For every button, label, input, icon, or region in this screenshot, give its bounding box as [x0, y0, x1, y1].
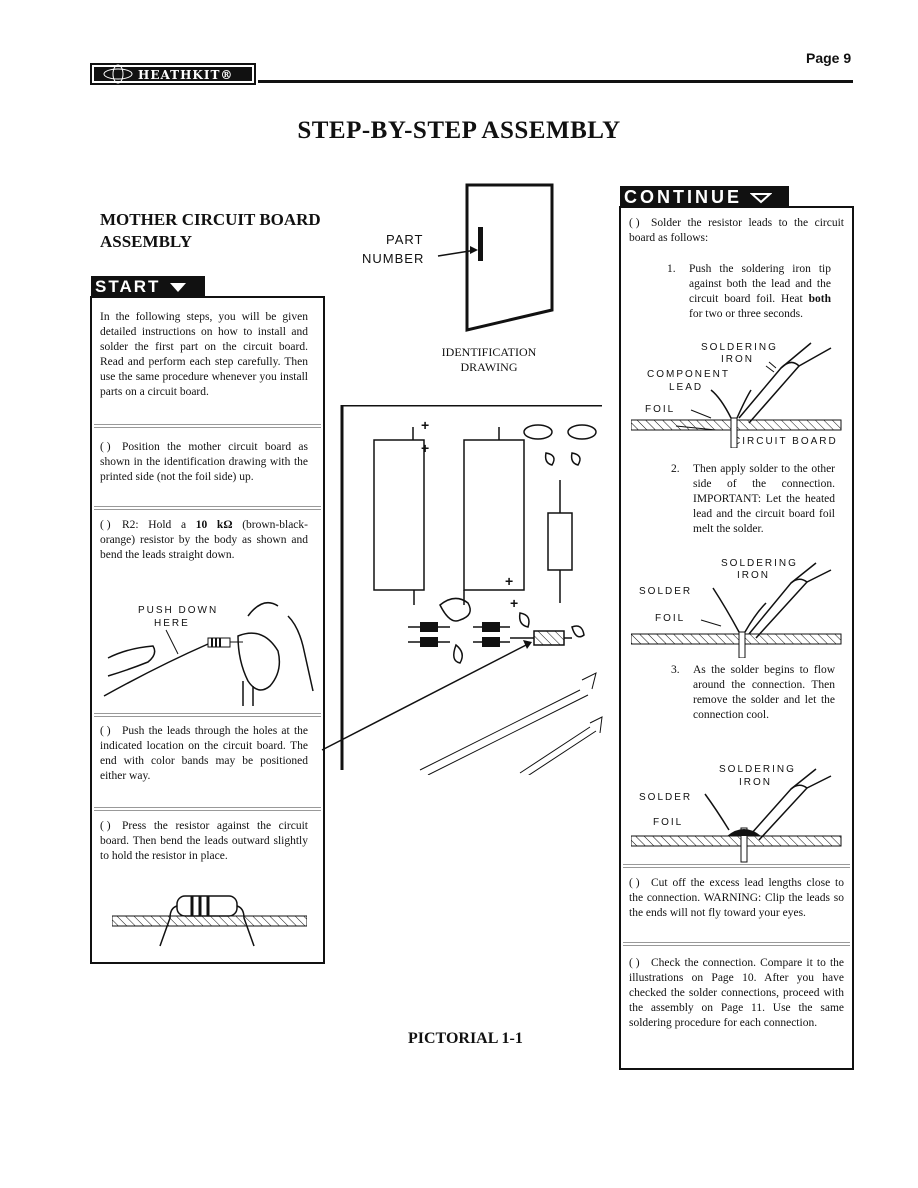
iron-label: IRON	[739, 777, 772, 788]
arrow-down-icon	[170, 283, 187, 293]
step-checkbox[interactable]: ( )	[629, 877, 640, 889]
s1-text-c: for two or three seconds.	[689, 308, 804, 320]
step-check-connection: ( )Check the connection. Compare it to t…	[629, 956, 844, 1031]
divider	[94, 424, 321, 428]
step-press-resistor: ( )Press the resistor against the circui…	[100, 819, 308, 864]
check-text: Check the connection. Compare it to the …	[629, 957, 844, 1029]
sub-step-number: 1.	[667, 263, 676, 275]
step-checkbox[interactable]: ( )	[629, 957, 640, 969]
header-rule	[258, 80, 853, 83]
number-label: NUMBER	[362, 251, 425, 266]
continue-banner: CONTINUE	[620, 186, 789, 208]
continue-panel: ( )Solder the resistor leads to the circ…	[619, 206, 854, 1070]
lead-label: LEAD	[669, 382, 704, 393]
s1-text-b: both	[808, 293, 831, 305]
step2-text-c: (brown-black-orange) resistor by the bod…	[100, 519, 308, 561]
solder-intro-text: Solder the resistor leads to the circuit…	[629, 217, 844, 244]
soldering-diagram-1	[631, 342, 842, 448]
pictorial-caption: PICTORIAL 1-1	[408, 1030, 523, 1047]
soldering-label: SOLDERING	[701, 342, 778, 353]
circuit-board-label: CIRCUIT BOARD	[733, 436, 838, 447]
page-title: STEP-BY-STEP ASSEMBLY	[297, 117, 621, 144]
cut-text: Cut off the excess lead lengths close to…	[629, 877, 844, 919]
intro-text: In the following steps, you will be give…	[100, 311, 308, 398]
identification-drawing	[437, 183, 554, 332]
logo-text: HEATHKIT®	[138, 68, 233, 82]
foil-label: FOIL	[653, 817, 684, 828]
soldering-label: SOLDERING	[721, 558, 798, 569]
plus-mark: +	[421, 417, 430, 433]
divider	[623, 864, 850, 868]
sub-step-3: As the solder begins to flow around the …	[693, 664, 835, 721]
step1-text: Position the mother circuit board as sho…	[100, 441, 308, 483]
divider	[94, 506, 321, 510]
page-number: Page 9	[806, 50, 852, 66]
divider	[623, 942, 850, 946]
step-checkbox[interactable]: ( )	[100, 725, 111, 737]
iron-label: IRON	[737, 570, 770, 581]
solder-label: SOLDER	[639, 586, 693, 597]
step-cut-leads: ( )Cut off the excess lead lengths close…	[629, 876, 844, 921]
resistor-value: 10 kΩ	[195, 519, 233, 531]
step-checkbox[interactable]: ( )	[100, 519, 111, 531]
step4-text: Press the resistor against the circuit b…	[100, 820, 308, 862]
caption-line2: DRAWING	[460, 360, 518, 374]
step-checkbox[interactable]: ( )	[629, 217, 640, 229]
part-label: PART	[386, 232, 424, 247]
iron-label: IRON	[721, 354, 754, 365]
step-push-leads: ( )Push the leads through the holes at t…	[100, 724, 308, 784]
here-label: HERE	[154, 618, 190, 629]
section-title-line1: MOTHER CIRCUIT BOARD	[100, 210, 321, 229]
step3-text: Push the leads through the holes at the …	[100, 725, 308, 782]
hand-bending-illustration	[103, 601, 314, 706]
push-down-label: PUSH DOWN	[138, 605, 219, 616]
sub-step-1: Push the soldering iron tip against both…	[689, 262, 831, 322]
soldering-diagram-2	[631, 562, 842, 658]
step-position-board: ( )Position the mother circuit board as …	[100, 440, 308, 485]
sub-step-number: 2.	[671, 463, 680, 475]
component-label: COMPONENT	[647, 369, 730, 380]
solder-intro: ( )Solder the resistor leads to the circ…	[629, 216, 844, 246]
solder-label: SOLDER	[639, 792, 693, 803]
caption-line1: IDENTIFICATION	[441, 345, 537, 359]
arrow-down-outline-icon	[749, 193, 773, 204]
plus-mark: +	[505, 573, 514, 589]
foil-label: FOIL	[655, 613, 686, 624]
sub-step-2: Then apply solder to the other side of t…	[693, 463, 835, 535]
foil-label: FOIL	[645, 404, 676, 415]
circuit-board-pictorial	[321, 405, 603, 775]
soldering-diagram-3	[631, 768, 842, 863]
resistor-on-board-illustration	[112, 895, 307, 947]
section-title-line2: ASSEMBLY	[100, 232, 192, 251]
plus-mark: +	[510, 595, 519, 611]
step-checkbox[interactable]: ( )	[100, 441, 111, 453]
step-checkbox[interactable]: ( )	[100, 820, 111, 832]
start-panel: In the following steps, you will be give…	[90, 296, 325, 964]
sub-step-number: 3.	[671, 664, 680, 676]
divider	[94, 807, 321, 811]
section-title: MOTHER CIRCUIT BOARD ASSEMBLY	[100, 209, 321, 253]
start-banner: START	[91, 276, 205, 298]
step-r2: ( ) R2: Hold a 10 kΩ (brown-black-orange)…	[100, 518, 308, 563]
continue-banner-text: CONTINUE	[624, 187, 742, 207]
divider	[94, 713, 321, 717]
s1-text-a: Push the soldering iron tip against both…	[689, 263, 831, 305]
soldering-label: SOLDERING	[719, 764, 796, 775]
identification-caption: IDENTIFICATION DRAWING	[389, 345, 589, 375]
start-banner-text: START	[95, 277, 161, 296]
heathkit-logo: HEATHKIT®	[90, 63, 256, 85]
step2-text-a: R2: Hold a	[122, 519, 196, 531]
plus-mark: +	[421, 440, 430, 456]
